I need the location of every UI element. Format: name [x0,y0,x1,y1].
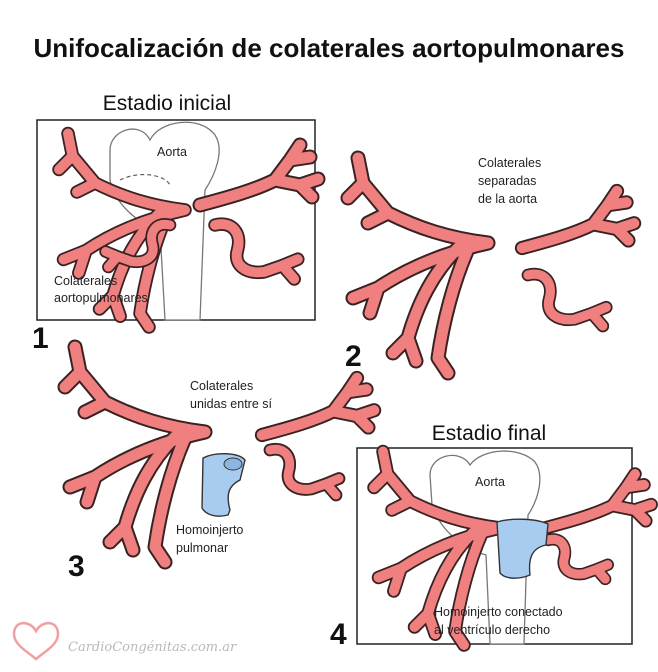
connected-label-a: Homoinjerto conectado [434,605,563,619]
separated-vessels-2 [348,158,634,373]
homograft-label-b: pulmonar [176,541,228,555]
panel-3: Colaterales unidas entre sí Homoinjerto … [65,347,374,583]
aorta-label-4: Aorta [475,475,505,489]
panel-4: Estadio final Aorta Homoinjerto conectad… [330,422,651,651]
aorta-label-1: Aorta [157,145,187,159]
step-number-2: 2 [345,340,362,373]
separated-label-b: separadas [478,174,536,188]
connected-homograft [496,518,549,579]
step-number-3: 3 [68,550,85,583]
brand-text: CardioCongénitas.com.ar [68,640,237,655]
heart-logo-icon [12,621,60,661]
page-title: Unifocalización de colaterales aortopulm… [34,33,625,63]
panel-1: Estadio inicial Aorta Colater [32,92,318,355]
separated-label-c: de la aorta [478,192,537,206]
joined-label-a: Colaterales [190,379,253,393]
stage-final-label: Estadio final [432,422,546,445]
aorta-dashed-line [119,174,171,186]
connected-label-b: al ventrículo derecho [434,623,550,637]
collaterals-label-1b: aortopulmonares [54,291,148,305]
homograft-label-a: Homoinjerto [176,523,243,537]
separated-label-a: Colaterales [478,156,541,170]
step-number-4: 4 [330,618,347,651]
stage-initial-label: Estadio inicial [103,92,231,115]
collaterals-label-1a: Colaterales [54,274,117,288]
panel-2: Colaterales separadas de la aorta 2 [345,156,634,373]
step-number-1: 1 [32,322,49,355]
joined-label-b: unidas entre sí [190,397,273,411]
watermark: CardioCongénitas.com.ar [12,621,237,661]
homograft-opening [223,457,243,471]
